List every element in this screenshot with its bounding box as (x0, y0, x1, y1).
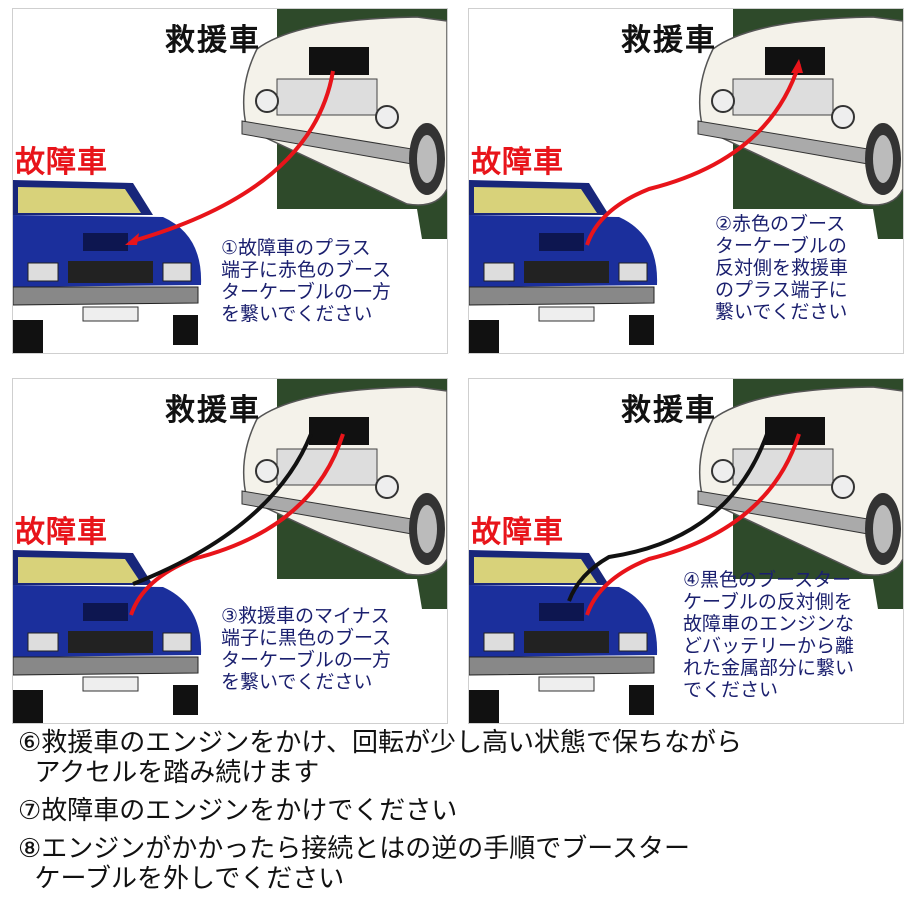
instruction-text: ②赤色のブース ターケーブルの 反対側を救援車 のプラス端子に 繋いでください (715, 213, 849, 323)
step-2-panel: 救援車 故障車 ②赤色のブース ターケーブルの 反対側を救援車 のプラス端子に … (468, 8, 904, 354)
rescue-car-label: 救援車 (165, 393, 261, 428)
step-6-text: ⑥救援車のエンジンをかけ、回転が少し高い状態で保ちながら アクセルを踏み続けます (18, 728, 743, 788)
red-cable (129, 433, 345, 616)
broken-car-label: 故障車 (471, 515, 564, 550)
step-3-illustration (13, 379, 447, 723)
instruction-text: ④黒色のブースター ケーブルの反対側を 故障車のエンジンな どバッテリーから離 … (683, 569, 855, 701)
broken-car (13, 179, 202, 353)
step-1-panel: 救援車 故障車 ①故障車のプラス 端子に赤色のブース ターケーブルの一方 を繋い… (12, 8, 448, 354)
rescue-car-label: 救援車 (621, 393, 717, 428)
rescue-car (697, 9, 903, 239)
rescue-car (241, 9, 447, 239)
broken-car-label: 故障車 (15, 145, 108, 180)
broken-car-label: 故障車 (15, 515, 108, 550)
step-4-illustration (469, 379, 903, 723)
instruction-text: ①故障車のプラス 端子に赤色のブース ターケーブルの一方 を繋いでください (221, 237, 392, 325)
red-cable (585, 433, 801, 616)
step-3-panel: 救援車 故障車 ③救援車のマイナス 端子に黒色のブース ターケーブルの一方 を繋… (12, 378, 448, 724)
broken-car (469, 549, 658, 723)
instruction-text: ③救援車のマイナス 端子に黒色のブース ターケーブルの一方 を繋いでください (221, 605, 392, 693)
black-cable (132, 433, 313, 586)
broken-car (469, 179, 658, 353)
step-4-panel: 救援車 故障車 ④黒色のブースター ケーブルの反対側を 故障車のエンジンな どバ… (468, 378, 904, 724)
red-cable (132, 70, 335, 243)
step-2-illustration (469, 9, 903, 353)
broken-car-label: 故障車 (471, 145, 564, 180)
black-cable (567, 433, 769, 602)
rescue-car-label: 救援車 (165, 23, 261, 58)
step-1-illustration (13, 9, 447, 353)
broken-car (13, 549, 202, 723)
arrow-icon (125, 233, 139, 245)
rescue-car-label: 救援車 (621, 23, 717, 58)
step-7-text: ⑦故障車のエンジンをかけでください (18, 796, 458, 826)
step-8-text: ⑧エンジンがかかったら接続とはの逆の手順でブースター ケーブルを外しでください (18, 834, 691, 894)
red-cable (585, 63, 801, 246)
remaining-steps: ⑥救援車のエンジンをかけ、回転が少し高い状態で保ちながら アクセルを踏み続けます… (18, 728, 742, 902)
arrow-icon (791, 59, 803, 73)
